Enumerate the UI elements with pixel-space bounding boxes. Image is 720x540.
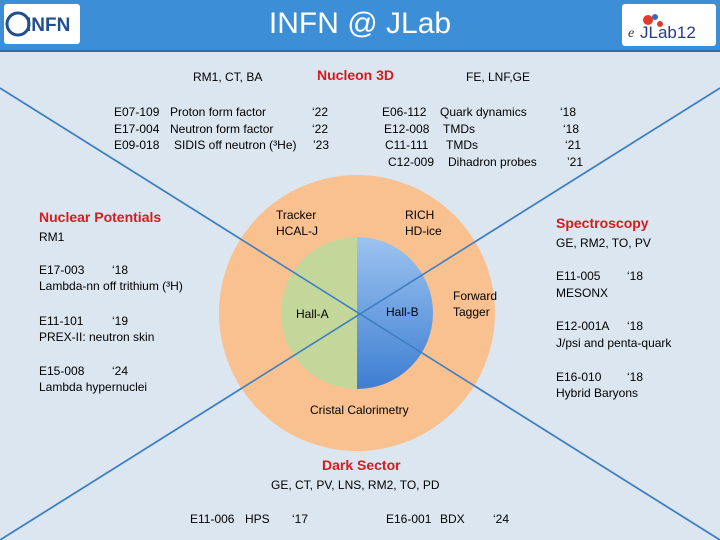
nucleon-row-desc: SIDIS off neutron (³He) xyxy=(174,138,297,152)
nucleon-right-year: ‘18 xyxy=(563,122,580,136)
spectro-item-year: ‘18 xyxy=(627,319,644,333)
nucleon-row-desc: Proton form factor xyxy=(170,105,267,119)
nuclear-item-year: ‘24 xyxy=(112,364,129,378)
nucleon-right-code: E12-008 xyxy=(384,122,430,136)
label-tracker: Tracker xyxy=(276,208,317,222)
label-hcal: HCAL-J xyxy=(276,224,319,238)
spectro-item-year: ‘18 xyxy=(627,370,644,384)
nucleon-right-desc: TMDs xyxy=(443,122,475,136)
label-forward: Forward xyxy=(453,289,498,303)
nucleon-right-desc: Quark dynamics xyxy=(440,105,527,119)
jlab12-logo-icon: e JLab12 xyxy=(628,14,696,42)
hall-b-sector xyxy=(357,237,433,389)
spectro-item-desc: J/psi and penta-quark xyxy=(556,336,672,350)
nucleon-right-year: ‘18 xyxy=(560,105,577,119)
dark-heading: Dark Sector xyxy=(322,457,401,473)
infn-logo-icon: INFN xyxy=(5,11,70,37)
nucleon-right-desc: Dihadron probes xyxy=(448,155,537,169)
nucleon-right-year: ’21 xyxy=(567,155,584,169)
svg-text:e: e xyxy=(628,26,634,41)
dark-item-code: E16-001 xyxy=(386,512,432,526)
nuclear-item-desc: PREX-II: neutron skin xyxy=(39,330,155,344)
label-rich: RICH xyxy=(405,208,435,222)
spectro-item-code: E11-005 xyxy=(556,269,601,283)
nucleon-row-desc: Neutron form factor xyxy=(170,122,274,136)
nucleon-right-code: C12-009 xyxy=(388,155,435,169)
nucleon-row-year: ’23 xyxy=(313,138,330,152)
svg-text:INFN: INFN xyxy=(26,15,70,36)
nucleon-row-code: E17-004 xyxy=(114,122,160,136)
dark-item-year: ‘17 xyxy=(292,512,309,526)
spectro-item-desc: MESONX xyxy=(556,286,609,300)
nuclear-item-code: E11-101 xyxy=(39,314,84,328)
nuclear-item-year: ‘19 xyxy=(112,314,129,328)
nucleon-row-year: ‘22 xyxy=(312,122,329,136)
nuclear-groups: RM1 xyxy=(39,230,65,244)
nucleon-right-desc: TMDs xyxy=(446,138,478,152)
label-tagger: Tagger xyxy=(453,305,490,319)
dark-item-code: E11-006 xyxy=(190,512,235,526)
nuclear-item-year: ‘18 xyxy=(112,263,129,277)
nuclear-heading: Nuclear Potentials xyxy=(39,209,162,225)
spectro-item-year: ‘18 xyxy=(627,269,644,283)
dark-item-desc: HPS xyxy=(245,512,270,526)
svg-text:JLab12: JLab12 xyxy=(640,23,696,42)
nucleon-right-year: ‘21 xyxy=(565,138,582,152)
nucleon-right-code: C11-111 xyxy=(385,138,429,152)
spectro-heading: Spectroscopy xyxy=(556,215,649,231)
nuclear-item-code: E15-008 xyxy=(39,364,85,378)
label-hall-a: Hall-A xyxy=(296,307,329,321)
nuclear-item-desc: Lambda-nn off trithium (³H) xyxy=(39,279,183,293)
header-bar xyxy=(0,0,720,52)
nucleon-right-groups: FE, LNF,GE xyxy=(466,70,531,84)
jlab12-logo: e JLab12 xyxy=(622,4,716,46)
spectro-groups: GE, RM2, TO, PV xyxy=(556,236,651,250)
nucleon-row-code: E09-018 xyxy=(114,138,160,152)
dark-groups: GE, CT, PV, LNS, RM2, TO, PD xyxy=(271,478,440,492)
nucleon-left-groups: RM1, CT, BA xyxy=(193,70,263,84)
label-hd-ice: HD-ice xyxy=(405,224,442,238)
spectro-item-code: E16-010 xyxy=(556,370,602,384)
infn-logo: INFN xyxy=(4,4,80,44)
nucleon-right-code: E06-112 xyxy=(382,105,427,119)
dark-item-desc: BDX xyxy=(440,512,465,526)
nucleon-row-year: ‘22 xyxy=(312,105,329,119)
nuclear-item-code: E17-003 xyxy=(39,263,85,277)
nuclear-item-desc: Lambda hypernuclei xyxy=(39,380,148,394)
dark-item-year: ‘24 xyxy=(493,512,510,526)
nucleon-row-code: E07-109 xyxy=(114,105,160,119)
slide-title: INFN @ JLab xyxy=(268,7,452,40)
spectro-item-desc: Hybrid Baryons xyxy=(556,386,639,400)
nucleon-heading: Nucleon 3D xyxy=(317,67,395,83)
label-hall-b: Hall-B xyxy=(386,305,419,319)
label-calorimetry: Cristal Calorimetry xyxy=(310,403,409,417)
spectro-item-code: E12-001A xyxy=(556,319,610,333)
